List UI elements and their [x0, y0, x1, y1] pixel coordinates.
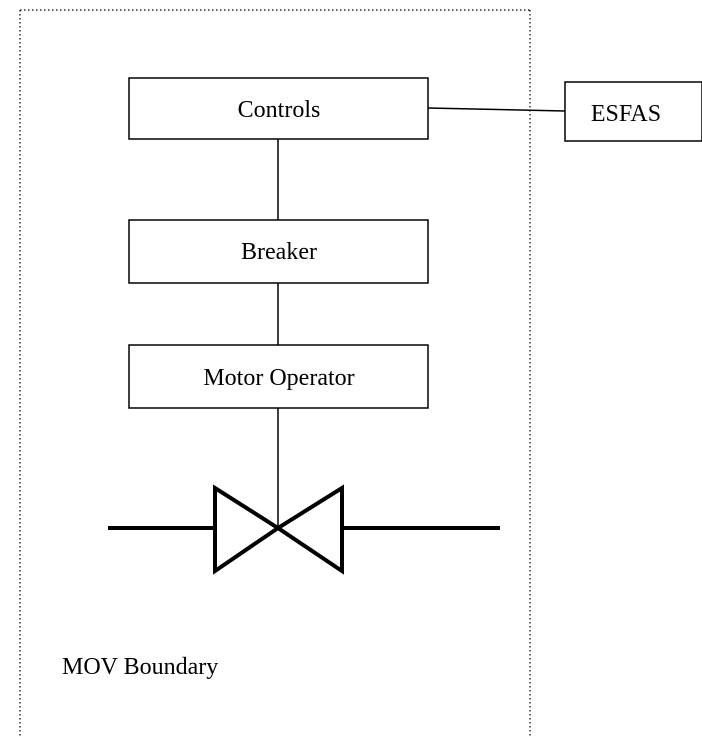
mov-boundary-label: MOV Boundary	[62, 654, 218, 680]
motor-operator-box: Motor Operator	[128, 344, 429, 409]
valve-left-triangle	[213, 484, 282, 575]
mov-boundary-outline	[19, 9, 531, 738]
controls-to-esfas-connector	[427, 107, 566, 112]
controls-label: Controls	[238, 97, 321, 123]
controls-box: Controls	[128, 77, 429, 140]
breaker-box: Breaker	[128, 219, 429, 284]
esfas-label: ESFAS	[591, 101, 661, 127]
valve-icon	[108, 484, 500, 575]
motor-operator-label: Motor Operator	[203, 365, 354, 391]
breaker-label: Breaker	[241, 239, 317, 265]
valve-right-triangle	[274, 484, 344, 575]
esfas-box: ESFAS	[564, 81, 702, 142]
